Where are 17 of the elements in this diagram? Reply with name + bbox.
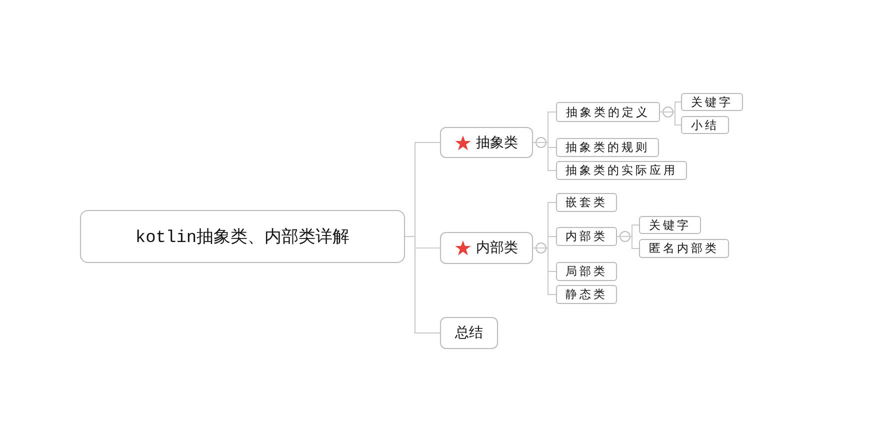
topic-box: 内部类 bbox=[556, 227, 617, 246]
topic-box: 嵌套类 bbox=[556, 193, 617, 212]
branch-line bbox=[660, 112, 682, 126]
topic-box: 抽象类的实际应用 bbox=[556, 161, 687, 180]
branch-line bbox=[616, 236, 640, 249]
topic-box: 小结 bbox=[681, 116, 729, 134]
topic-box: 抽象类 bbox=[440, 127, 533, 158]
topic-box: 匿名内部类 bbox=[639, 239, 729, 258]
central-topic-box: kotlin抽象类、内部类详解 bbox=[80, 210, 405, 263]
topic-box: 局部类 bbox=[556, 262, 617, 281]
topic-box: 抽象类的定义 bbox=[556, 102, 660, 122]
topic-box: 总结 bbox=[440, 317, 498, 349]
topic-box: 静态类 bbox=[556, 285, 617, 304]
topic-box: 内部类 bbox=[440, 232, 533, 264]
topic-box: 关键字 bbox=[681, 93, 743, 111]
topic-box: 关键字 bbox=[639, 216, 701, 234]
topic-box: 抽象类的规则 bbox=[556, 138, 659, 157]
